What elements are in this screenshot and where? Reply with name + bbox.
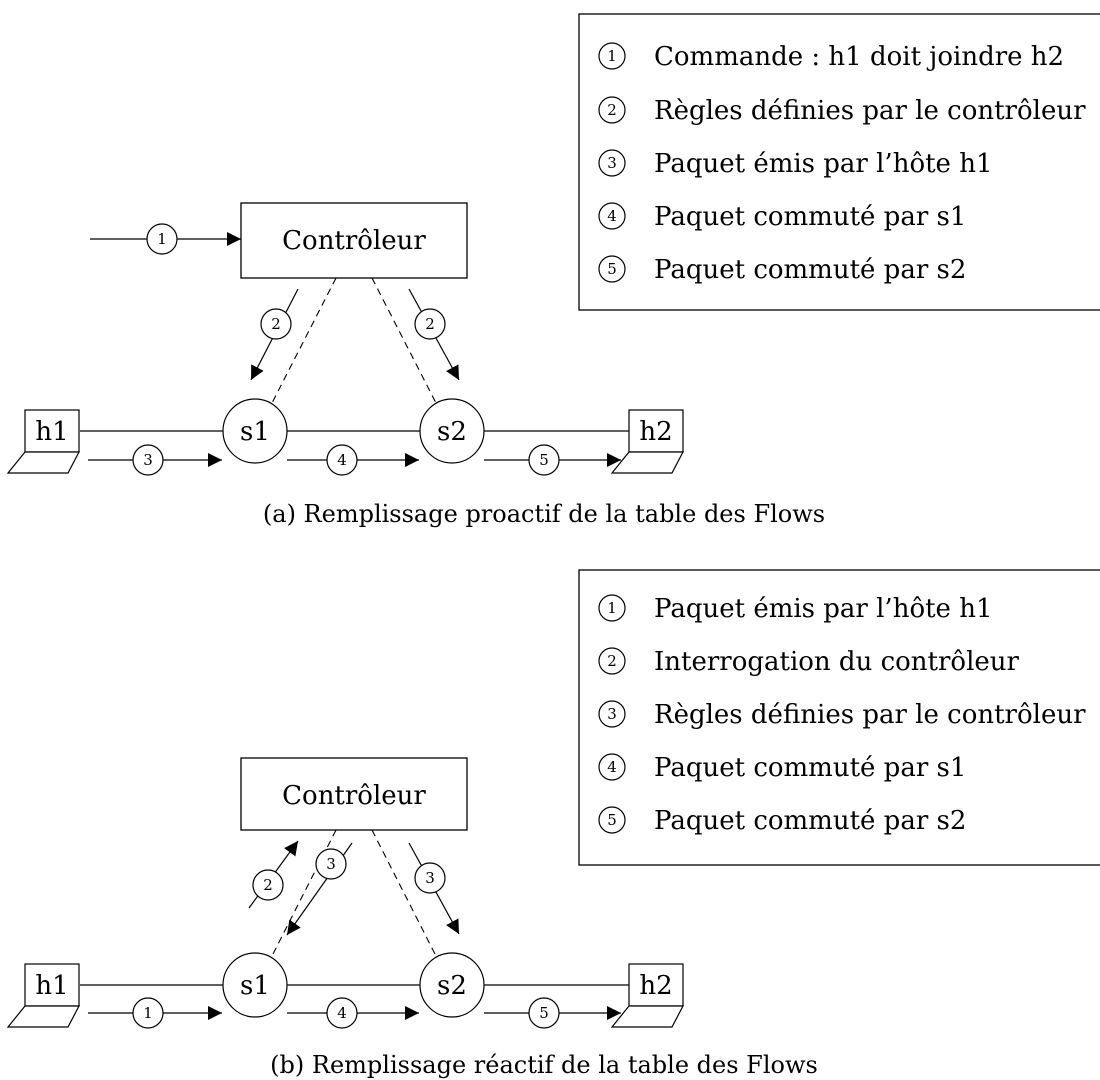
rule-arrow-s2: 3 — [408, 842, 460, 935]
legend-text: Interrogation du contrôleur — [654, 647, 1020, 677]
legend-a: 1 Commande : h1 doit joindre h2 2 Règles… — [578, 13, 1100, 311]
control-link-s1 — [271, 277, 337, 404]
svg-text:3: 3 — [607, 154, 617, 172]
svg-text:4: 4 — [607, 758, 617, 776]
legend-item: 3 Règles définies par le contrôleur — [598, 700, 1086, 730]
legend-item: 1 Commande : h1 doit joindre h2 — [598, 42, 1064, 72]
packet-arrow-s2-h2: 5 — [484, 997, 621, 1029]
host-h1: h1 — [6, 409, 80, 474]
svg-text:3: 3 — [607, 705, 617, 723]
packet-arrow-s1-s2: 4 — [287, 997, 419, 1029]
svg-text:s1: s1 — [240, 417, 270, 447]
control-link-s2 — [371, 277, 437, 404]
svg-text:2: 2 — [263, 876, 273, 894]
rule-arrow-s2: 2 — [408, 288, 460, 381]
legend-box — [578, 13, 1100, 311]
legend-text: Paquet émis par l’hôte h1 — [654, 594, 992, 624]
switch-s1: s1 — [222, 398, 288, 464]
rule-arrow-s1: 2 — [250, 288, 299, 381]
svg-text:h1: h1 — [35, 971, 68, 1001]
host-h2: h2 — [610, 963, 684, 1028]
svg-text:5: 5 — [539, 451, 549, 469]
svg-text:1: 1 — [157, 230, 167, 248]
svg-text:s2: s2 — [437, 417, 467, 447]
svg-text:h1: h1 — [35, 417, 68, 447]
command-arrow: 1 — [90, 223, 241, 255]
switch-s2: s2 — [419, 398, 485, 464]
svg-text:5: 5 — [607, 811, 617, 829]
svg-text:2: 2 — [271, 315, 281, 333]
legend-item: 3 Paquet émis par l’hôte h1 — [598, 149, 992, 179]
svg-text:3: 3 — [326, 855, 336, 873]
legend-item: 5 Paquet commuté par s2 — [598, 255, 966, 285]
switch-s1: s1 — [222, 952, 288, 1018]
legend-item: 1 Paquet émis par l’hôte h1 — [598, 594, 992, 624]
svg-text:4: 4 — [607, 207, 617, 225]
rule-arrow-s1: 3 — [286, 842, 353, 936]
legend-item: 2 Interrogation du contrôleur — [598, 647, 1020, 677]
svg-text:2: 2 — [607, 652, 617, 670]
legend-text: Paquet commuté par s2 — [654, 806, 966, 836]
legend-b: 1 Paquet émis par l’hôte h1 2 Interrogat… — [578, 569, 1100, 866]
svg-text:s2: s2 — [437, 971, 467, 1001]
packet-arrow-h1-s1: 3 — [88, 444, 222, 476]
svg-text:1: 1 — [143, 1004, 153, 1022]
svg-text:5: 5 — [539, 1004, 549, 1022]
caption-b: (b) Remplissage réactif de la table des … — [270, 1051, 818, 1079]
controller-label: Contrôleur — [282, 226, 426, 256]
legend-text: Règles définies par le contrôleur — [654, 96, 1086, 126]
control-link-s1 — [271, 829, 337, 957]
svg-text:2: 2 — [607, 101, 617, 119]
switch-s2: s2 — [419, 952, 485, 1018]
legend-item: 4 Paquet commuté par s1 — [598, 753, 966, 783]
host-h1: h1 — [6, 963, 80, 1028]
svg-text:5: 5 — [607, 260, 617, 278]
legend-text: Paquet émis par l’hôte h1 — [654, 149, 992, 179]
svg-text:h2: h2 — [639, 417, 672, 447]
legend-text: Paquet commuté par s1 — [654, 202, 966, 232]
legend-item: 5 Paquet commuté par s2 — [598, 806, 966, 836]
host-h2: h2 — [610, 409, 684, 474]
legend-text: Règles définies par le contrôleur — [654, 700, 1086, 730]
svg-text:3: 3 — [425, 869, 435, 887]
svg-text:1: 1 — [607, 599, 617, 617]
controller-box — [240, 757, 468, 831]
packet-arrow-h1-s1: 1 — [88, 997, 222, 1029]
svg-text:2: 2 — [425, 315, 435, 333]
legend-item: 4 Paquet commuté par s1 — [598, 202, 966, 232]
packet-arrow-s1-s2: 4 — [287, 444, 419, 476]
diagram-a: 1 Commande : h1 doit joindre h2 2 Règles… — [6, 13, 1100, 528]
packet-arrow-s2-h2: 5 — [484, 444, 621, 476]
legend-box — [578, 569, 1100, 866]
legend-item: 2 Règles définies par le contrôleur — [598, 96, 1086, 126]
legend-text: Commande : h1 doit joindre h2 — [654, 42, 1064, 72]
legend-text: Paquet commuté par s1 — [654, 753, 966, 783]
svg-text:3: 3 — [143, 451, 153, 469]
svg-text:4: 4 — [337, 451, 347, 469]
svg-text:1: 1 — [607, 47, 617, 65]
svg-text:s1: s1 — [240, 971, 270, 1001]
legend-text: Paquet commuté par s2 — [654, 255, 966, 285]
diagram-b: 1 Paquet émis par l’hôte h1 2 Interrogat… — [6, 569, 1100, 1079]
query-arrow-s1-controller: 2 — [248, 840, 299, 909]
svg-text:4: 4 — [337, 1004, 347, 1022]
svg-text:h2: h2 — [639, 971, 672, 1001]
controller-label: Contrôleur — [282, 781, 426, 811]
caption-a: (a) Remplissage proactif de la table des… — [263, 500, 825, 528]
controller-box — [240, 202, 468, 279]
